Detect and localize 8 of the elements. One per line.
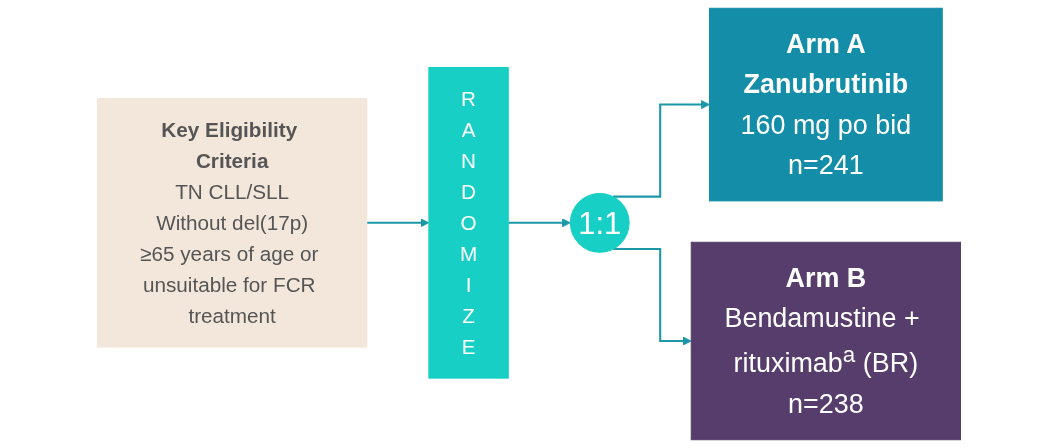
arrow [613, 100, 710, 198]
node-circle: 1:1 [569, 192, 630, 253]
node-box: RANDOMIZE [428, 66, 509, 379]
node-box: Key Eligibility Criteria TN CLL/SLL Without del(17p) ≥65 years of age or unsuitable for FCR treatment [97, 98, 368, 348]
node-box: Arm A Zanubrutinib 160 mg po bid n=241 [708, 7, 943, 202]
arrow [613, 247, 692, 346]
arrow [508, 218, 571, 228]
node-box: Arm B Bendamustine + rituximab$^{a}$ (BR) n=238 [690, 241, 961, 441]
